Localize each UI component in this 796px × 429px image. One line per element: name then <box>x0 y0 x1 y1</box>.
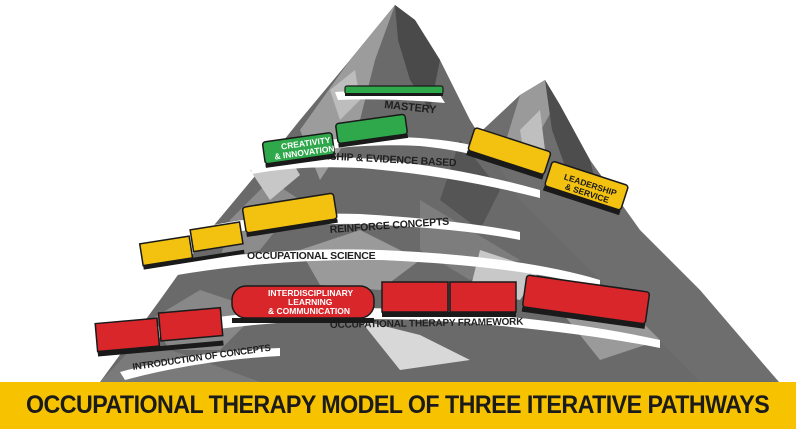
label-ot-framework: OCCUPATIONAL THERAPY FRAMEWORK <box>330 317 524 331</box>
train-yellow-reinforce <box>138 192 338 270</box>
mountain-illustration: MASTERY SCHOLARSHIP & EVIDENCE BASED REI… <box>94 5 779 382</box>
diagram-title: OCCUPATIONAL THERAPY MODEL OF THREE ITER… <box>26 391 770 419</box>
car-label-interdisciplinary-2: LEARNING <box>288 297 333 307</box>
label-occupational-science: OCCUPATIONAL SCIENCE <box>247 250 376 262</box>
car-label-interdisciplinary-1: INTERDISCIPLINARY <box>268 288 353 298</box>
label-mastery: MASTERY <box>384 99 438 116</box>
title-banner: OCCUPATIONAL THERAPY MODEL OF THREE ITER… <box>0 382 796 429</box>
train-yellow-leadership: LEADERSHIP & SERVICE <box>466 127 629 216</box>
train-red-framework: INTERDISCIPLINARY LEARNING & COMMUNICATI… <box>94 274 651 357</box>
car-label-interdisciplinary-3: & COMMUNICATION <box>268 306 350 316</box>
train-green-mastery <box>344 85 444 96</box>
train-green-creativity: CREATIVITY & INNOVATION <box>261 113 409 168</box>
